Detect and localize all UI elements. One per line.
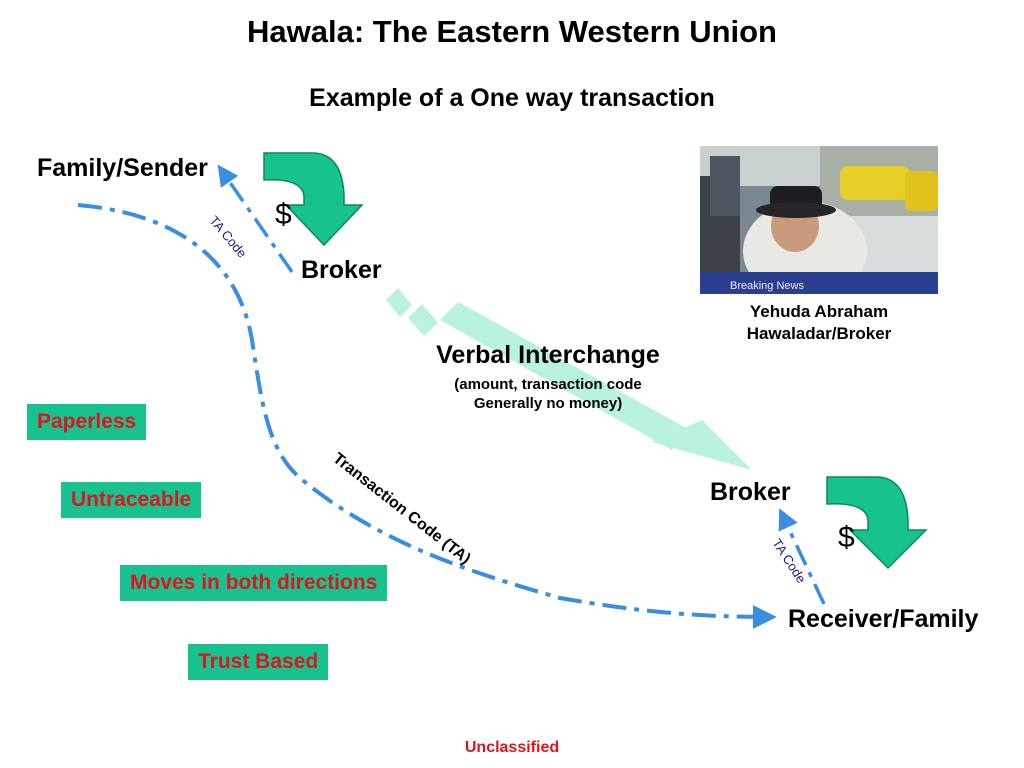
verbal-interchange-label: Verbal Interchange: [436, 341, 660, 369]
feature-badge-paperless: Paperless: [27, 404, 147, 440]
page-subtitle: Example of a One way transaction: [309, 84, 715, 112]
broker-photo: Breaking News: [700, 146, 938, 294]
node-family-sender: Family/Sender: [37, 154, 208, 182]
photo-caption-role: Hawaladar/Broker: [746, 324, 892, 343]
verbal-interchange-detail-1: (amount, transaction code: [454, 376, 642, 393]
feature-badge-both-directions: Moves in both directions: [120, 565, 388, 601]
verbal-interchange-detail-2: Generally no money): [473, 395, 623, 412]
node-receiver-family: Receiver/Family: [788, 605, 979, 633]
money-symbol-receiver: $: [838, 521, 855, 554]
curved-down-arrow-icon: [826, 476, 928, 570]
money-symbol-sender: $: [275, 198, 292, 231]
feature-badge-trust-based: Trust Based: [188, 644, 329, 680]
node-broker-receiver: Broker: [710, 478, 791, 506]
ta-code-path-sender: [217, 164, 294, 273]
feature-badge-untraceable: Untraceable: [61, 482, 202, 518]
photo-caption-name: Yehuda Abraham: [749, 302, 889, 321]
transaction-code-path: [77, 203, 777, 629]
broker-photo-image: Breaking News: [700, 146, 938, 294]
verbal-interchange-arrow: [386, 288, 752, 470]
node-broker-sender: Broker: [301, 256, 382, 284]
photo-overlay-text: Breaking News: [730, 280, 804, 292]
curved-down-arrow-icon: [263, 152, 364, 247]
ta-code-path-receiver: [778, 508, 826, 605]
classification-footer: Unclassified: [464, 739, 560, 756]
page-title: Hawala: The Eastern Western Union: [247, 14, 777, 49]
